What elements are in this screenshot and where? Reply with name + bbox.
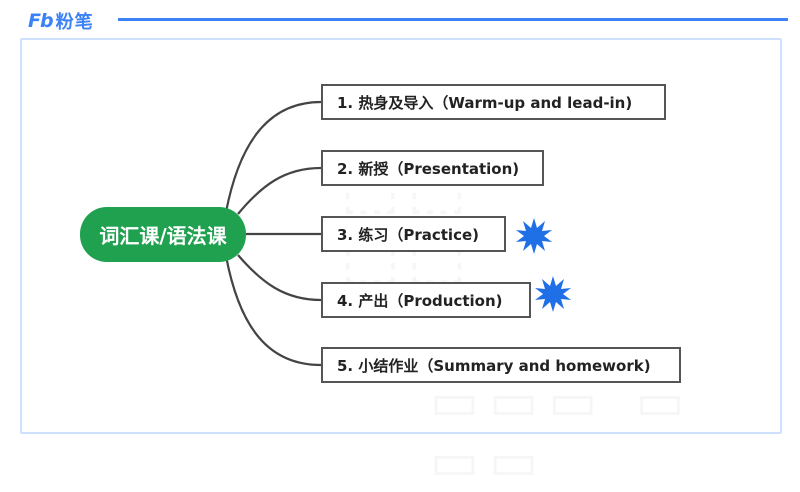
connector-2 [237,166,322,215]
connector-5 [224,255,322,367]
branch-practice: 3. 练习（Practice) [321,216,506,252]
slide-frame [20,38,782,434]
brand-logo: Fb 粉笔 [28,8,94,34]
mindmap-connectors [224,100,322,367]
highlight-star-icon [535,276,571,312]
branch-presentation: 2. 新授（Presentation) [321,150,544,186]
branch-production: 4. 产出（Production) [321,282,531,318]
highlight-star-icon [516,218,552,254]
header-rule [118,18,788,21]
branch-warm-up: 1. 热身及导入（Warm-up and lead-in) [321,84,666,120]
mindmap-root: 词汇课/语法课 [80,207,246,262]
connector-1 [224,100,322,213]
brand-name: 粉笔 [55,12,94,33]
branch-summary: 5. 小结作业（Summary and homework) [321,347,681,383]
brand-mark: Fb [28,10,54,32]
connector-4 [237,254,322,302]
